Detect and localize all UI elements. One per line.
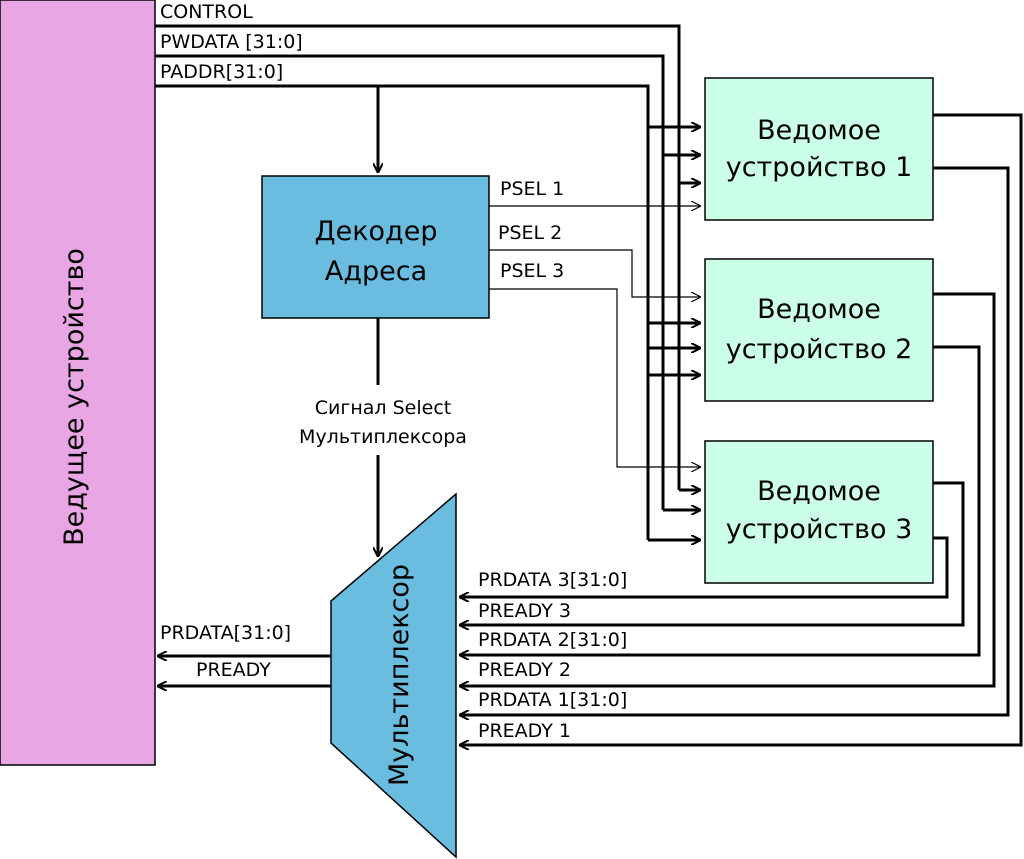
pwdata-label: PWDATA [31:0] bbox=[160, 31, 303, 53]
multiplexer-label: Мультиплексор bbox=[384, 564, 415, 786]
control-label: CONTROL bbox=[160, 1, 253, 23]
pready3-label: PREADY 3 bbox=[478, 600, 571, 622]
pready1-label: PREADY 1 bbox=[478, 720, 571, 742]
slave1-block bbox=[704, 77, 934, 221]
slave2-block bbox=[704, 258, 934, 402]
paddr-label: PADDR[31:0] bbox=[160, 61, 283, 83]
pwdata-line bbox=[155, 54, 665, 510]
prdata1-line bbox=[460, 113, 1023, 745]
pready3-line bbox=[460, 536, 949, 597]
slave3-label-line1: Ведомое bbox=[757, 476, 881, 507]
psel2-line bbox=[489, 249, 700, 297]
prdata2-line bbox=[460, 292, 996, 686]
prdata2-label: PRDATA 2[31:0] bbox=[478, 629, 627, 651]
select-label-line2: Мультиплексора bbox=[299, 426, 467, 448]
slave1-label-line1: Ведомое bbox=[757, 115, 881, 146]
decoder-label-line2: Адреса bbox=[325, 256, 427, 287]
control-line bbox=[155, 24, 681, 490]
psel1-label: PSEL 1 bbox=[500, 178, 564, 200]
slave2-label-line2: устройство 2 bbox=[726, 334, 913, 365]
prdata1-label: PRDATA 1[31:0] bbox=[478, 689, 627, 711]
slave3-label-line2: устройство 3 bbox=[726, 514, 913, 545]
slave2-label-line1: Ведомое bbox=[757, 294, 881, 325]
pready-out-label: PREADY bbox=[196, 659, 271, 681]
master-block bbox=[0, 0, 156, 766]
pready2-label: PREADY 2 bbox=[478, 659, 571, 681]
decoder-block bbox=[261, 175, 490, 319]
pready2-line bbox=[460, 345, 981, 655]
prdata3-line bbox=[460, 481, 965, 625]
psel2-label: PSEL 2 bbox=[498, 222, 562, 244]
psel3-line bbox=[489, 288, 700, 467]
slave3-block bbox=[704, 440, 934, 584]
paddr-line bbox=[155, 84, 650, 540]
prdata-out-label: PRDATA[31:0] bbox=[160, 622, 291, 644]
multiplexer-block bbox=[330, 492, 457, 859]
pready1-line bbox=[460, 166, 1010, 715]
slave1-label-line2: устройство 1 bbox=[726, 152, 913, 183]
prdata3-label: PRDATA 3[31:0] bbox=[478, 569, 627, 591]
decoder-label-line1: Декодер bbox=[315, 216, 438, 247]
select-label-line1: Сигнал Select bbox=[315, 397, 451, 419]
master-label: Ведущее устройство bbox=[59, 248, 90, 546]
psel3-label: PSEL 3 bbox=[500, 260, 564, 282]
